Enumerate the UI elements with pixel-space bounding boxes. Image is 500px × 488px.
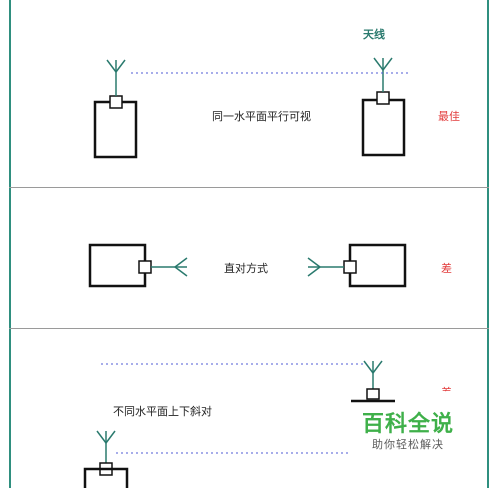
upper-antenna-mount (366, 388, 380, 400)
section-divider (9, 187, 489, 188)
watermark: 百科全说 助你轻松解决 (362, 412, 454, 452)
left-device-box (93, 100, 138, 159)
left-antenna-arm (115, 59, 126, 73)
right-antenna-arm (373, 57, 384, 71)
right-antenna-mount (343, 260, 357, 274)
frame-right-border (487, 0, 489, 488)
section-direct: 直对方式 差 (11, 188, 487, 328)
antenna-label: 天线 (363, 28, 385, 41)
watermark-title: 百科全说 (362, 412, 455, 437)
lower-antenna-arm (105, 430, 116, 444)
right-antenna-arm (307, 266, 321, 277)
left-antenna-arm (174, 257, 188, 268)
frame-left-border (9, 0, 11, 488)
direct-drawing (88, 243, 407, 288)
rating-label: 最佳 (438, 110, 460, 123)
lower-device-box (83, 467, 129, 488)
section-caption: 不同水平面上下斜对 (113, 405, 212, 418)
upper-antenna-arm (363, 360, 374, 374)
section-divider (9, 328, 489, 329)
watermark-subtitle: 助你轻松解决 (372, 438, 444, 451)
rating-label: 差 (441, 386, 452, 399)
section-caption: 直对方式 (224, 262, 268, 275)
rating-label: 差 (441, 262, 452, 275)
upper-antenna-arm (372, 360, 383, 374)
right-device-box (361, 98, 406, 157)
right-antenna-arm (382, 57, 393, 71)
left-device-box (88, 243, 147, 288)
right-antenna-arm (307, 257, 321, 268)
left-antenna-arm (174, 266, 188, 277)
different-level-drawing (83, 360, 395, 488)
lower-antenna-arm (96, 430, 107, 444)
section-different-level: 不同水平面上下斜对 差 (11, 329, 487, 488)
same-level-drawing (93, 57, 411, 159)
left-antenna-mount (109, 95, 123, 109)
left-antenna-mount (138, 260, 152, 274)
left-antenna-arm (106, 59, 117, 73)
section-same-level: 天线 同一水平面平行可视 最佳 (11, 0, 487, 187)
right-device-box (348, 243, 407, 288)
section-caption: 同一水平面平行可视 (212, 110, 311, 123)
right-antenna-mount (376, 91, 390, 105)
